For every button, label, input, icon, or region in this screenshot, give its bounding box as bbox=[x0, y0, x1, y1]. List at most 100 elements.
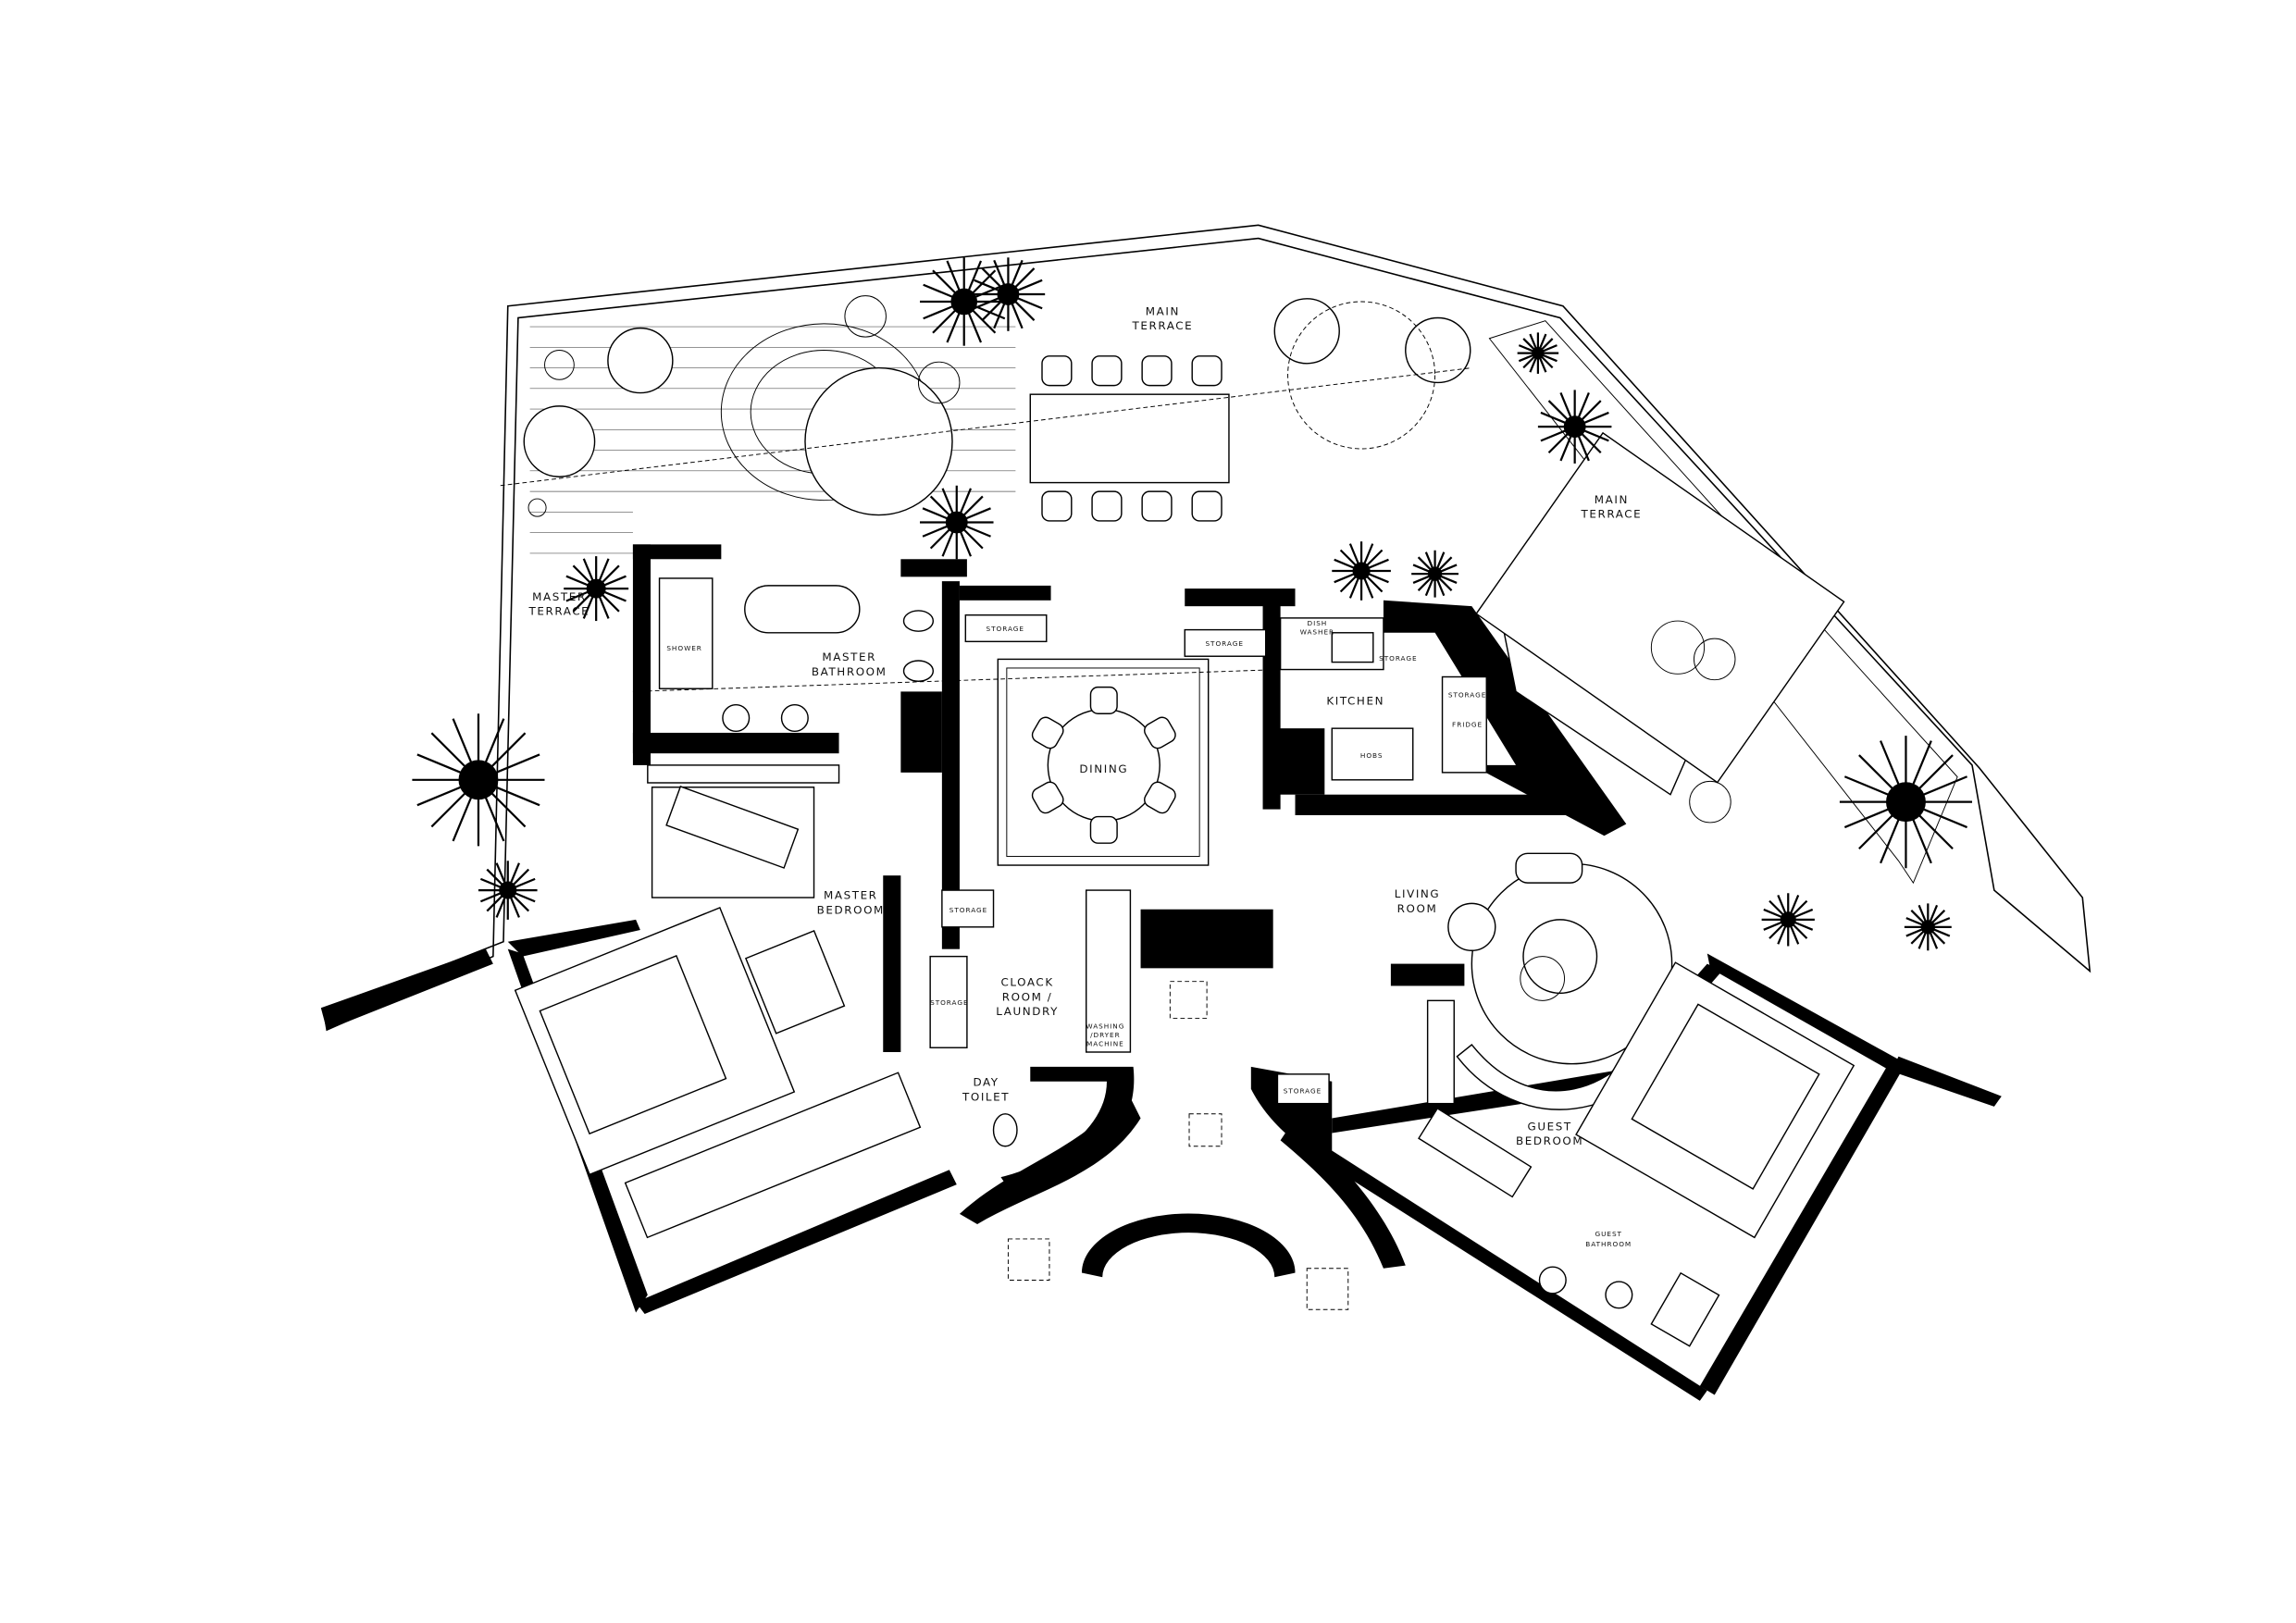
label-storage: STORAGE bbox=[949, 906, 987, 914]
terrace-dining-table bbox=[1029, 393, 1230, 484]
chair bbox=[1091, 355, 1123, 387]
armchair bbox=[1515, 852, 1583, 884]
plant-icon bbox=[564, 556, 629, 622]
kitchen-sink bbox=[1331, 632, 1374, 663]
plant-icon bbox=[412, 713, 545, 847]
label-shower: SHOWER bbox=[666, 644, 701, 652]
plant-core bbox=[458, 760, 499, 800]
toilet bbox=[1605, 1281, 1633, 1309]
label-storage: STORAGE bbox=[987, 625, 1024, 633]
armchair bbox=[744, 930, 846, 1035]
terrace-rug bbox=[1475, 431, 1845, 784]
toilet bbox=[992, 1113, 1018, 1147]
chair bbox=[1041, 490, 1073, 522]
wardrobe bbox=[624, 1072, 922, 1239]
dining-chair bbox=[1089, 686, 1118, 714]
tv-unit bbox=[1426, 999, 1455, 1105]
storage-unit bbox=[929, 955, 968, 1048]
bathtub bbox=[744, 585, 861, 634]
plant-icon bbox=[1537, 390, 1612, 464]
fridge bbox=[1441, 675, 1487, 774]
storage-unit bbox=[1276, 1073, 1330, 1105]
label-fridge: FRIDGE bbox=[1452, 721, 1483, 729]
plant-icon bbox=[971, 257, 1046, 331]
wardrobe bbox=[647, 764, 840, 784]
sink bbox=[1538, 1266, 1567, 1295]
label-storage: STORAGE bbox=[1379, 654, 1417, 663]
dining-chair bbox=[1031, 781, 1064, 814]
chaise-lounge bbox=[665, 786, 800, 869]
storage-unit bbox=[1184, 628, 1267, 657]
storage-unit bbox=[941, 889, 995, 928]
lounge-chair bbox=[607, 327, 674, 394]
plant-icon bbox=[920, 485, 994, 560]
chair bbox=[1091, 490, 1123, 522]
plant-icon bbox=[1411, 550, 1459, 598]
lounge-sofa bbox=[804, 366, 953, 516]
label-storage: STORAGE bbox=[930, 998, 968, 1007]
toilet bbox=[902, 660, 935, 682]
coffee-table bbox=[1522, 919, 1598, 995]
lounge-chair bbox=[1405, 316, 1471, 384]
shower-tray bbox=[658, 577, 714, 689]
plant-icon bbox=[920, 257, 1009, 346]
plant-core bbox=[1885, 782, 1926, 823]
chair bbox=[1191, 490, 1222, 522]
dining-chair bbox=[1144, 716, 1176, 750]
plant-icon bbox=[1761, 893, 1815, 947]
chair bbox=[1041, 355, 1073, 387]
dining-chair bbox=[1031, 716, 1064, 750]
hobs bbox=[1331, 727, 1414, 781]
plant-core bbox=[1780, 911, 1796, 928]
furniture bbox=[500, 295, 1855, 1347]
plant-core bbox=[997, 283, 1020, 305]
label-dining: DINING bbox=[1079, 762, 1128, 775]
label-kitchen: KITCHEN bbox=[1326, 695, 1384, 708]
plant-icon bbox=[1904, 903, 1952, 951]
plant-core bbox=[1563, 415, 1586, 439]
chair bbox=[1191, 355, 1222, 387]
master-bed bbox=[539, 954, 727, 1135]
armchair bbox=[1447, 902, 1496, 951]
lounge-chair bbox=[1273, 298, 1340, 365]
plant-core bbox=[1532, 346, 1545, 360]
label-hobs: HOBS bbox=[1360, 751, 1384, 760]
label-storage: STORAGE bbox=[1205, 639, 1243, 648]
sink bbox=[722, 703, 751, 733]
lounge-chair bbox=[523, 405, 596, 477]
walls bbox=[320, 544, 2002, 1401]
sink bbox=[780, 703, 809, 733]
storage-unit bbox=[964, 613, 1048, 643]
plant-icon bbox=[1517, 332, 1559, 374]
plant-core bbox=[499, 881, 517, 899]
plant-icon bbox=[1332, 541, 1391, 601]
wardrobe bbox=[1418, 1107, 1533, 1198]
plant-icon bbox=[1839, 736, 1973, 869]
plant-core bbox=[1920, 920, 1935, 935]
chair bbox=[1141, 355, 1173, 387]
coat-rail bbox=[1085, 889, 1132, 1053]
plant-icon bbox=[478, 861, 538, 920]
bidet bbox=[902, 610, 935, 632]
label-storage: STORAGE bbox=[1448, 691, 1486, 700]
plant-core bbox=[945, 511, 968, 534]
plant-core bbox=[950, 288, 978, 316]
chair bbox=[1141, 490, 1173, 522]
plant-core bbox=[586, 578, 606, 599]
plants bbox=[412, 257, 1973, 951]
guest-bed bbox=[1631, 1003, 1820, 1190]
